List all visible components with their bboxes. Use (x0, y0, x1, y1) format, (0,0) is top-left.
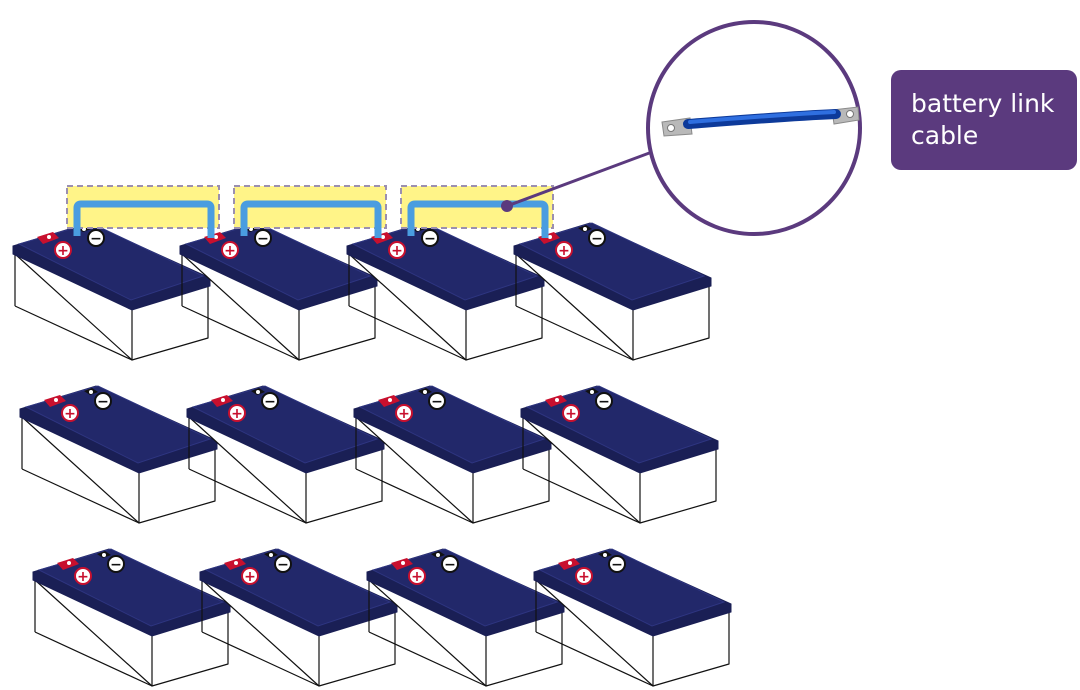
svg-text:+: + (398, 406, 410, 422)
svg-text:+: + (411, 569, 423, 585)
svg-text:+: + (391, 243, 403, 259)
positive-terminal-icon: + (241, 567, 259, 585)
svg-text:−: − (90, 231, 102, 247)
battery-icon: +− (346, 222, 545, 361)
svg-text:−: − (257, 231, 269, 247)
negative-terminal-icon: − (441, 555, 459, 573)
positive-terminal-icon: + (555, 241, 573, 259)
svg-text:−: − (97, 394, 109, 410)
positive-terminal-icon: + (74, 567, 92, 585)
svg-text:+: + (224, 243, 236, 259)
link-cable-icon (661, 106, 860, 137)
positive-terminal-icon: + (562, 404, 580, 422)
negative-terminal-icon: − (595, 392, 613, 410)
link-cable-icon (400, 185, 554, 238)
svg-text:−: − (444, 557, 456, 573)
callout-anchor-dot (501, 200, 513, 212)
svg-text:−: − (591, 231, 603, 247)
battery-icon: +− (520, 385, 719, 524)
callout-label: battery link cable (891, 70, 1077, 170)
svg-text:+: + (244, 569, 256, 585)
battery-icon: +− (186, 385, 385, 524)
negative-terminal-icon: − (428, 392, 446, 410)
svg-text:+: + (77, 569, 89, 585)
svg-text:−: − (110, 557, 122, 573)
positive-terminal-icon: + (221, 241, 239, 259)
svg-text:+: + (565, 406, 577, 422)
svg-text:−: − (264, 394, 276, 410)
svg-text:−: − (611, 557, 623, 573)
positive-terminal-icon: + (395, 404, 413, 422)
negative-terminal-icon: − (94, 392, 112, 410)
svg-text:−: − (431, 394, 443, 410)
link-cable-icon (66, 185, 220, 238)
positive-terminal-icon: + (61, 404, 79, 422)
svg-text:−: − (424, 231, 436, 247)
negative-terminal-icon: − (87, 229, 105, 247)
svg-text:+: + (231, 406, 243, 422)
svg-text:−: − (277, 557, 289, 573)
negative-terminal-icon: − (261, 392, 279, 410)
battery-icon: +− (179, 222, 378, 361)
battery-icon: +− (353, 385, 552, 524)
battery-bank: +−+−+−+−+−+−+−+−+−+−+−+− (12, 222, 732, 687)
negative-terminal-icon: − (608, 555, 626, 573)
positive-terminal-icon: + (54, 241, 72, 259)
magnifier-circle-icon (646, 20, 862, 236)
negative-terminal-icon: − (274, 555, 292, 573)
battery-icon: +− (513, 222, 712, 361)
positive-terminal-icon: + (575, 567, 593, 585)
negative-terminal-icon: − (107, 555, 125, 573)
svg-text:+: + (64, 406, 76, 422)
battery-icon: +− (366, 548, 565, 687)
positive-terminal-icon: + (408, 567, 426, 585)
positive-terminal-icon: + (228, 404, 246, 422)
battery-icon: +− (533, 548, 732, 687)
svg-text:+: + (578, 569, 590, 585)
battery-icon: +− (12, 222, 211, 361)
link-cable-icon (233, 185, 387, 238)
negative-terminal-icon: − (421, 229, 439, 247)
svg-text:+: + (57, 243, 69, 259)
link-cable-highlights (66, 185, 554, 238)
callout-leader-line (506, 150, 653, 208)
negative-terminal-icon: − (588, 229, 606, 247)
positive-terminal-icon: + (388, 241, 406, 259)
battery-icon: +− (32, 548, 231, 687)
battery-icon: +− (199, 548, 398, 687)
battery-icon: +− (19, 385, 218, 524)
svg-text:+: + (558, 243, 570, 259)
svg-text:−: − (598, 394, 610, 410)
negative-terminal-icon: − (254, 229, 272, 247)
